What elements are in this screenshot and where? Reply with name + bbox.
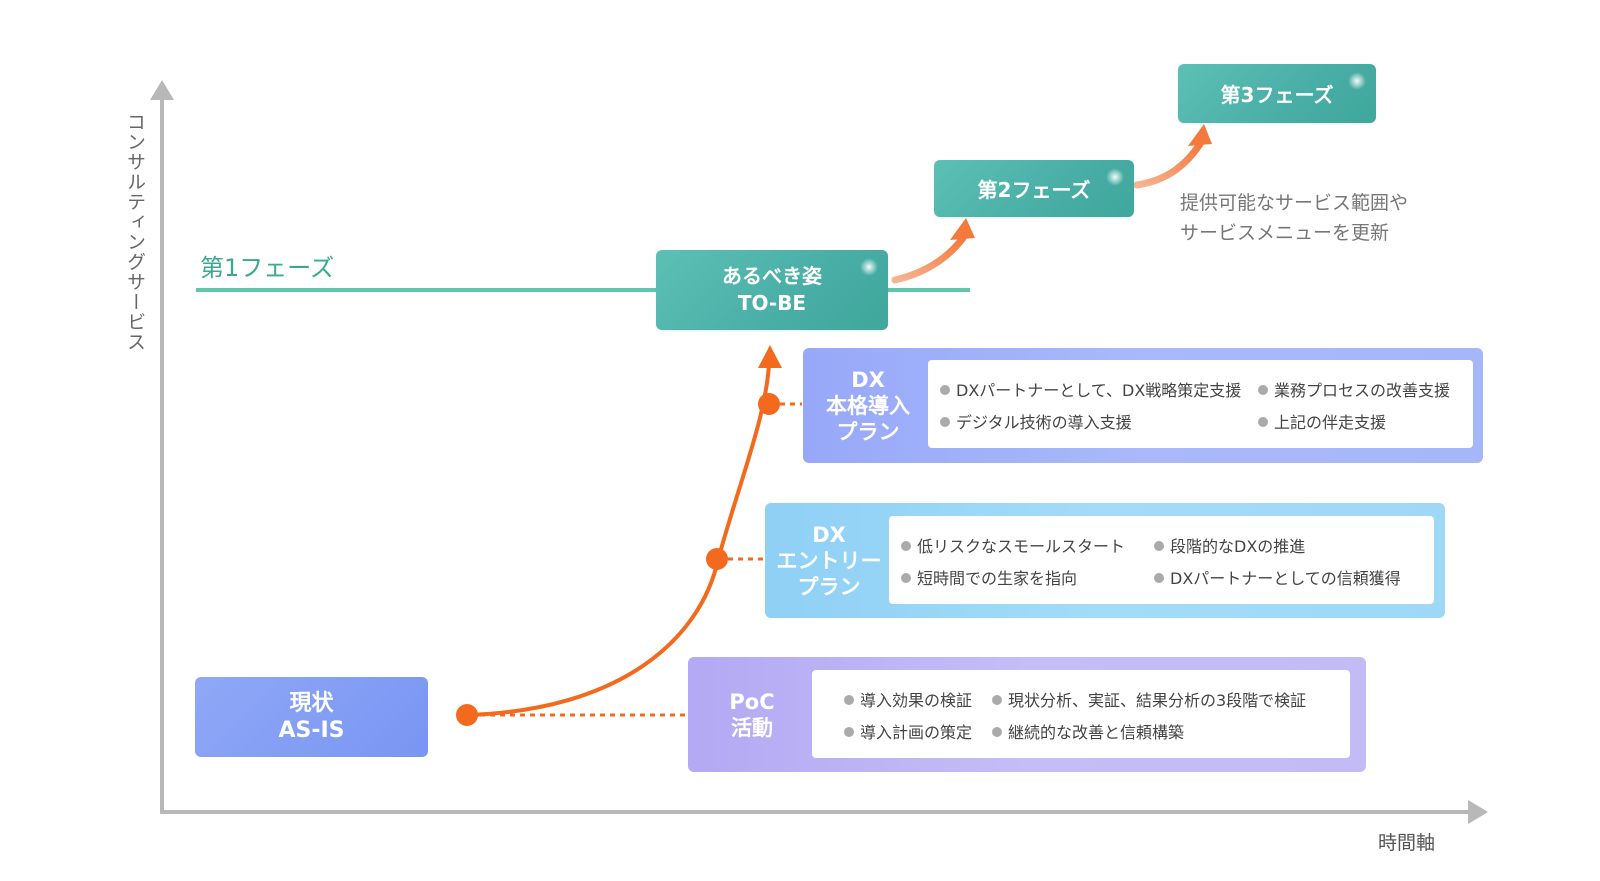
phase2-label: 第2フェーズ	[977, 178, 1091, 202]
plan-entry-title-line: DX	[812, 522, 846, 547]
curve-point-entry	[706, 548, 728, 570]
bullet-icon	[940, 416, 950, 427]
phase3-box: 第3フェーズ	[1178, 64, 1376, 123]
bullet-icon	[1258, 384, 1268, 395]
list-item: 現状分析、実証、結果分析の3段階で検証	[992, 687, 1306, 711]
sparkle-icon	[1106, 168, 1124, 186]
arrow-to-phase2	[891, 234, 967, 284]
bullet-icon	[1258, 416, 1268, 427]
growth-curve-arrowhead	[758, 345, 782, 368]
bullet-icon	[1154, 572, 1164, 583]
list-item: 導入効果の検証	[844, 687, 972, 711]
bullet-icon	[901, 572, 911, 583]
arrow-to-phase3-head	[1188, 124, 1212, 146]
asis-box: 現状 AS-IS	[195, 677, 428, 757]
growth-curve	[467, 364, 771, 717]
list-item: 継続的な改善と信頼構築	[992, 719, 1184, 743]
bullet-icon	[992, 726, 1002, 737]
plan-entry-box: DX エントリー プラン 低リスクなスモールスタート 段階的なDXの推進 短時間…	[765, 503, 1445, 618]
list-item: 業務プロセスの改善支援	[1258, 377, 1450, 401]
note-line1: 提供可能なサービス範囲や	[1180, 192, 1409, 214]
bullet-icon	[844, 694, 854, 705]
bullet-icon	[992, 694, 1002, 705]
tobe-box: あるべき姿 TO-BE	[656, 250, 888, 330]
phase1-line	[196, 288, 970, 292]
plan-poc-title-line: PoC	[729, 689, 775, 714]
phase3-label: 第3フェーズ	[1220, 83, 1334, 107]
plan-full-list: DXパートナーとして、DX戦略策定支援 業務プロセスの改善支援 デジタル技術の導…	[928, 360, 1473, 448]
phase2-box: 第2フェーズ	[934, 160, 1134, 217]
note-line2: サービスメニューを更新	[1180, 222, 1390, 244]
plan-poc-title-line: 活動	[731, 715, 773, 740]
tobe-title: あるべき姿	[722, 264, 822, 288]
plan-poc-list: 導入効果の検証 現状分析、実証、結果分析の3段階で検証 導入計画の策定 継続的な…	[812, 670, 1350, 758]
plan-full-title-line: DX	[851, 367, 885, 392]
plan-entry-title: DX エントリー プラン	[765, 503, 893, 618]
list-item: 短時間での生家を指向	[901, 565, 1077, 589]
asis-title: 現状	[289, 691, 334, 716]
list-item: 上記の伴走支援	[1258, 409, 1386, 433]
plan-full-title-line: 本格導入	[826, 393, 910, 418]
asis-subtitle: AS-IS	[278, 718, 345, 743]
curve-point-full	[758, 393, 780, 415]
list-item: DXパートナーとして、DX戦略策定支援	[940, 377, 1241, 401]
bullet-icon	[844, 726, 854, 737]
phase-note: 提供可能なサービス範囲や サービスメニューを更新	[1180, 188, 1408, 248]
phase1-label: 第1フェーズ	[200, 254, 335, 282]
plan-full-title-line: プラン	[836, 419, 900, 444]
plan-entry-title-line: プラン	[797, 574, 861, 599]
plan-full-box: DX 本格導入 プラン DXパートナーとして、DX戦略策定支援 業務プロセスの改…	[803, 348, 1483, 463]
y-axis-arrowhead	[150, 80, 174, 100]
plan-entry-list: 低リスクなスモールスタート 段階的なDXの推進 短時間での生家を指向 DXパート…	[889, 516, 1434, 604]
sparkle-icon	[1348, 72, 1366, 90]
x-axis-arrowhead	[1468, 800, 1488, 824]
list-item: 導入計画の策定	[844, 719, 972, 743]
sparkle-icon	[860, 258, 878, 276]
plan-full-title: DX 本格導入 プラン	[803, 348, 933, 463]
list-item: 低リスクなスモールスタート	[901, 533, 1125, 557]
plan-poc-box: PoC 活動 導入効果の検証 現状分析、実証、結果分析の3段階で検証 導入計画の…	[688, 657, 1366, 772]
arrow-to-phase3	[1133, 140, 1204, 189]
bullet-icon	[901, 540, 911, 551]
plan-entry-title-line: エントリー	[776, 548, 882, 573]
y-axis-label: コンサルティングサービス	[124, 112, 146, 352]
plan-poc-title: PoC 活動	[688, 657, 816, 772]
arrow-to-phase2-head	[950, 218, 975, 240]
list-item: 段階的なDXの推進	[1154, 533, 1305, 557]
list-item: デジタル技術の導入支援	[940, 409, 1132, 433]
bullet-icon	[1154, 540, 1164, 551]
list-item: DXパートナーとしての信頼獲得	[1154, 565, 1401, 589]
x-axis-label: 時間軸	[1378, 832, 1436, 854]
tobe-subtitle: TO-BE	[737, 291, 807, 315]
curve-point-asis	[456, 704, 478, 726]
bullet-icon	[940, 384, 950, 395]
